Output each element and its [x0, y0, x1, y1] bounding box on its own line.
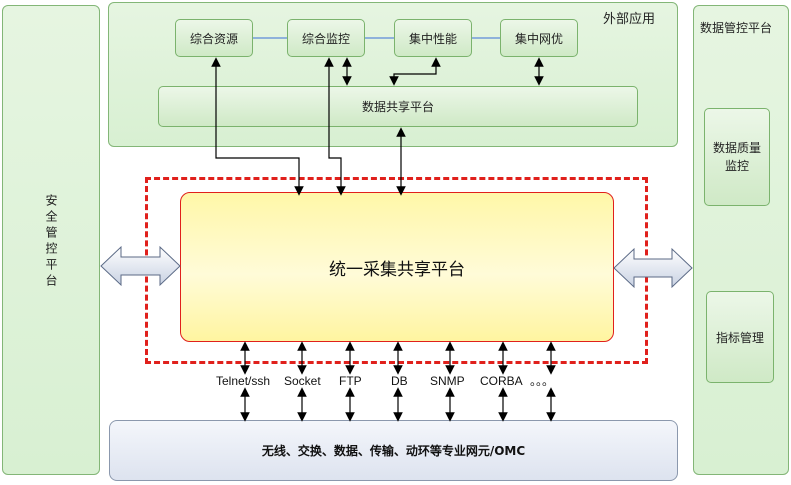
app-label: 综合资源	[189, 31, 238, 46]
indicator-management-box[interactable]: 指标管理	[706, 291, 774, 383]
core-title: 统一采集共享平台	[329, 259, 465, 280]
arrow-monitoring-core	[324, 57, 346, 196]
hollow-double-arrow-left	[100, 245, 181, 287]
protocol-snmp: SNMP	[430, 374, 465, 388]
data-sharing-label: 数据共享平台	[361, 100, 434, 114]
app-centralized-performance[interactable]: 集中性能	[394, 19, 472, 57]
app-centralized-optimization[interactable]: 集中网优	[500, 19, 578, 57]
security-control-title: 安全管控平台	[44, 194, 58, 290]
protocol-more: 。。。	[530, 374, 555, 388]
unified-collection-platform[interactable]: 统一采集共享平台	[180, 192, 614, 342]
protocol-db: DB	[391, 374, 408, 388]
hollow-double-arrow-right	[613, 247, 693, 289]
app-label: 集中网优	[514, 31, 563, 46]
security-control-panel: 安全管控平台	[2, 5, 100, 475]
indicator-management-label: 指标管理	[715, 330, 764, 345]
arrow-performance-share	[389, 57, 441, 86]
protocol-socket: Socket	[284, 374, 321, 388]
protocol-telnet: Telnet/ssh	[216, 374, 271, 388]
network-elements-label: 无线、交换、数据、传输、动环等专业网元/OMC	[261, 444, 526, 458]
app-label: 综合监控	[301, 31, 350, 46]
data-quality-monitor-box[interactable]: 数据质量监控	[704, 108, 770, 206]
network-elements-box: 无线、交换、数据、传输、动环等专业网元/OMC	[109, 420, 678, 481]
protocol-corba: CORBA	[480, 374, 523, 388]
external-apps-title: 外部应用	[602, 12, 655, 27]
app-comprehensive-resources[interactable]: 综合资源	[175, 19, 253, 57]
app-label: 集中性能	[408, 31, 457, 46]
arrow-resources-core	[211, 57, 304, 196]
data-control-panel: 数据管控平台 数据质量监控 指标管理	[693, 5, 789, 475]
protocol-ftp: FTP	[339, 374, 362, 388]
data-control-title: 数据管控平台	[700, 21, 773, 35]
app-comprehensive-monitoring[interactable]: 综合监控	[287, 19, 365, 57]
data-quality-label: 数据质量监控	[712, 141, 761, 173]
